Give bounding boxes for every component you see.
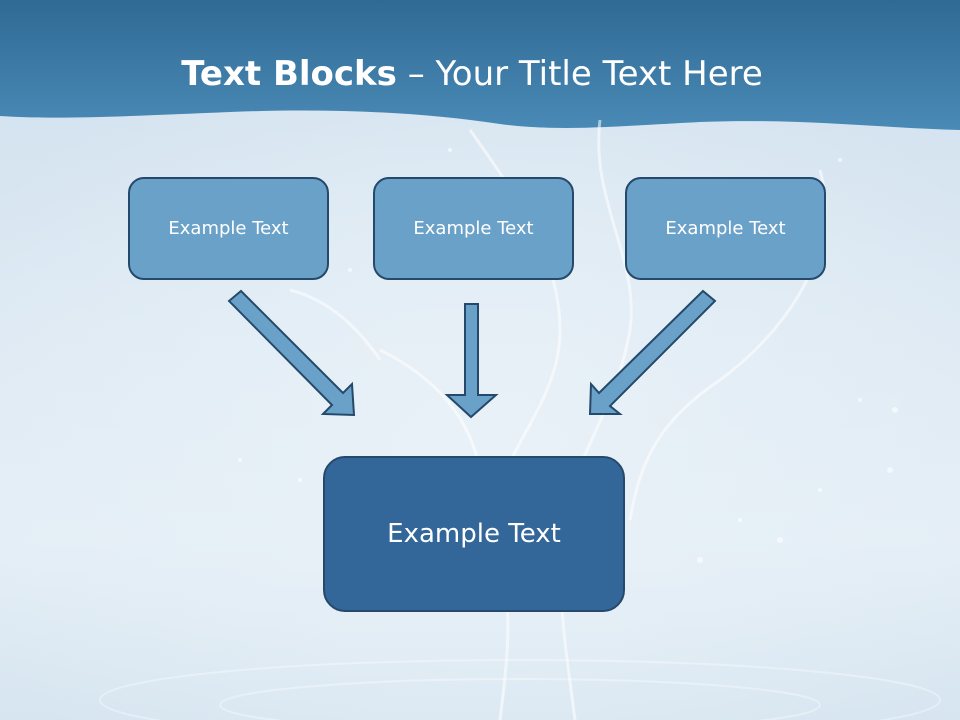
title-rest: Your Title Text Here xyxy=(435,54,763,94)
title-dash: – xyxy=(407,54,425,94)
arrow-left-diagonal xyxy=(227,289,356,417)
text-block-2: Example Text xyxy=(373,177,574,280)
arrow-center-down xyxy=(444,303,499,419)
text-block-3: Example Text xyxy=(625,177,826,280)
text-block-result: Example Text xyxy=(323,456,625,612)
text-block-1: Example Text xyxy=(128,177,329,280)
title-bold-part: Text Blocks xyxy=(181,54,397,94)
slide-title: Text Blocks – Your Title Text Here xyxy=(0,52,944,96)
arrow-right-diagonal xyxy=(588,289,717,415)
